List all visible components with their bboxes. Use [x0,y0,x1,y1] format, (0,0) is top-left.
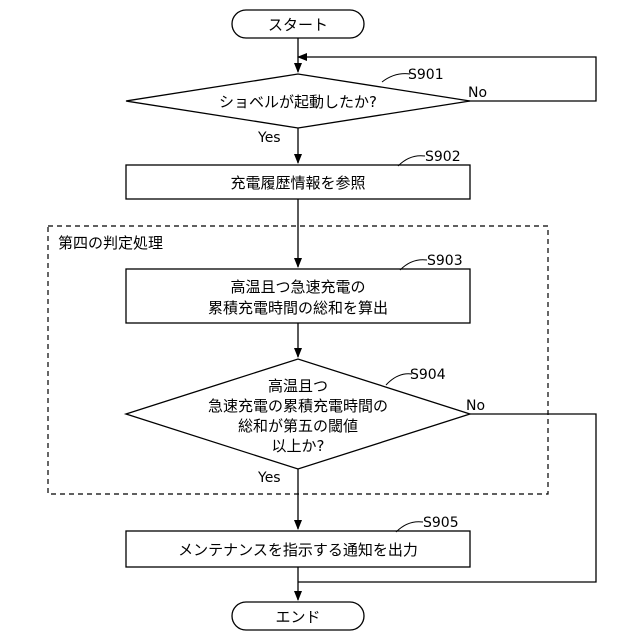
s901-step-label: S901 [408,67,444,83]
s904-line-4: 以上か? [272,437,325,455]
end-label: エンド [275,608,320,626]
s903-step-label: S903 [427,253,463,269]
s904-step-label: S904 [410,367,446,383]
s905-text: メンテナンスを指示する通知を出力 [178,541,418,559]
s901-text: ショベルが起動したか? [219,93,377,111]
s901-leader [382,74,410,82]
s904-leader [386,374,412,385]
s901-no-label: No [468,85,487,101]
s903-line-1: 高温且つ急速充電の [230,278,365,296]
s904-no-label: No [466,398,485,414]
s903-line-2: 累積充電時間の総和を算出 [208,299,388,317]
s901-yes-label: Yes [257,130,281,146]
start-label: スタート [268,16,328,34]
s902-step-label: S902 [425,149,461,165]
s905-step-label: S905 [423,515,459,531]
s904-line-1: 高温且つ [268,377,328,395]
group-title: 第四の判定処理 [58,234,163,252]
s902-text: 充電履歴情報を参照 [230,174,365,192]
s904-yes-label: Yes [257,470,281,486]
s904-line-2: 急速充電の累積充電時間の [208,397,388,415]
s904-line-3: 総和が第五の閾値 [238,417,358,435]
